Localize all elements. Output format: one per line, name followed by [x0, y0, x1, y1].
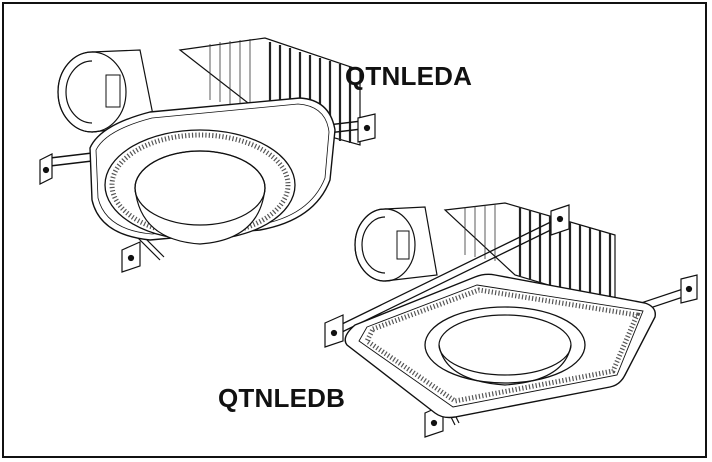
duct-connector-icon — [354, 206, 438, 282]
mounting-bracket-icon — [324, 204, 698, 438]
fan-housing-icon — [443, 202, 616, 306]
led-lens-icon — [424, 306, 586, 386]
model-label-qtnledb: QTNLEDB — [218, 383, 346, 413]
model-label-qtnleda: QTNLEDA — [345, 61, 473, 91]
led-lens-icon — [134, 150, 266, 245]
duct-connector-icon — [57, 49, 156, 133]
qtnleda-fan-illustration — [39, 37, 376, 273]
qtnledb-fan-illustration — [324, 202, 698, 438]
